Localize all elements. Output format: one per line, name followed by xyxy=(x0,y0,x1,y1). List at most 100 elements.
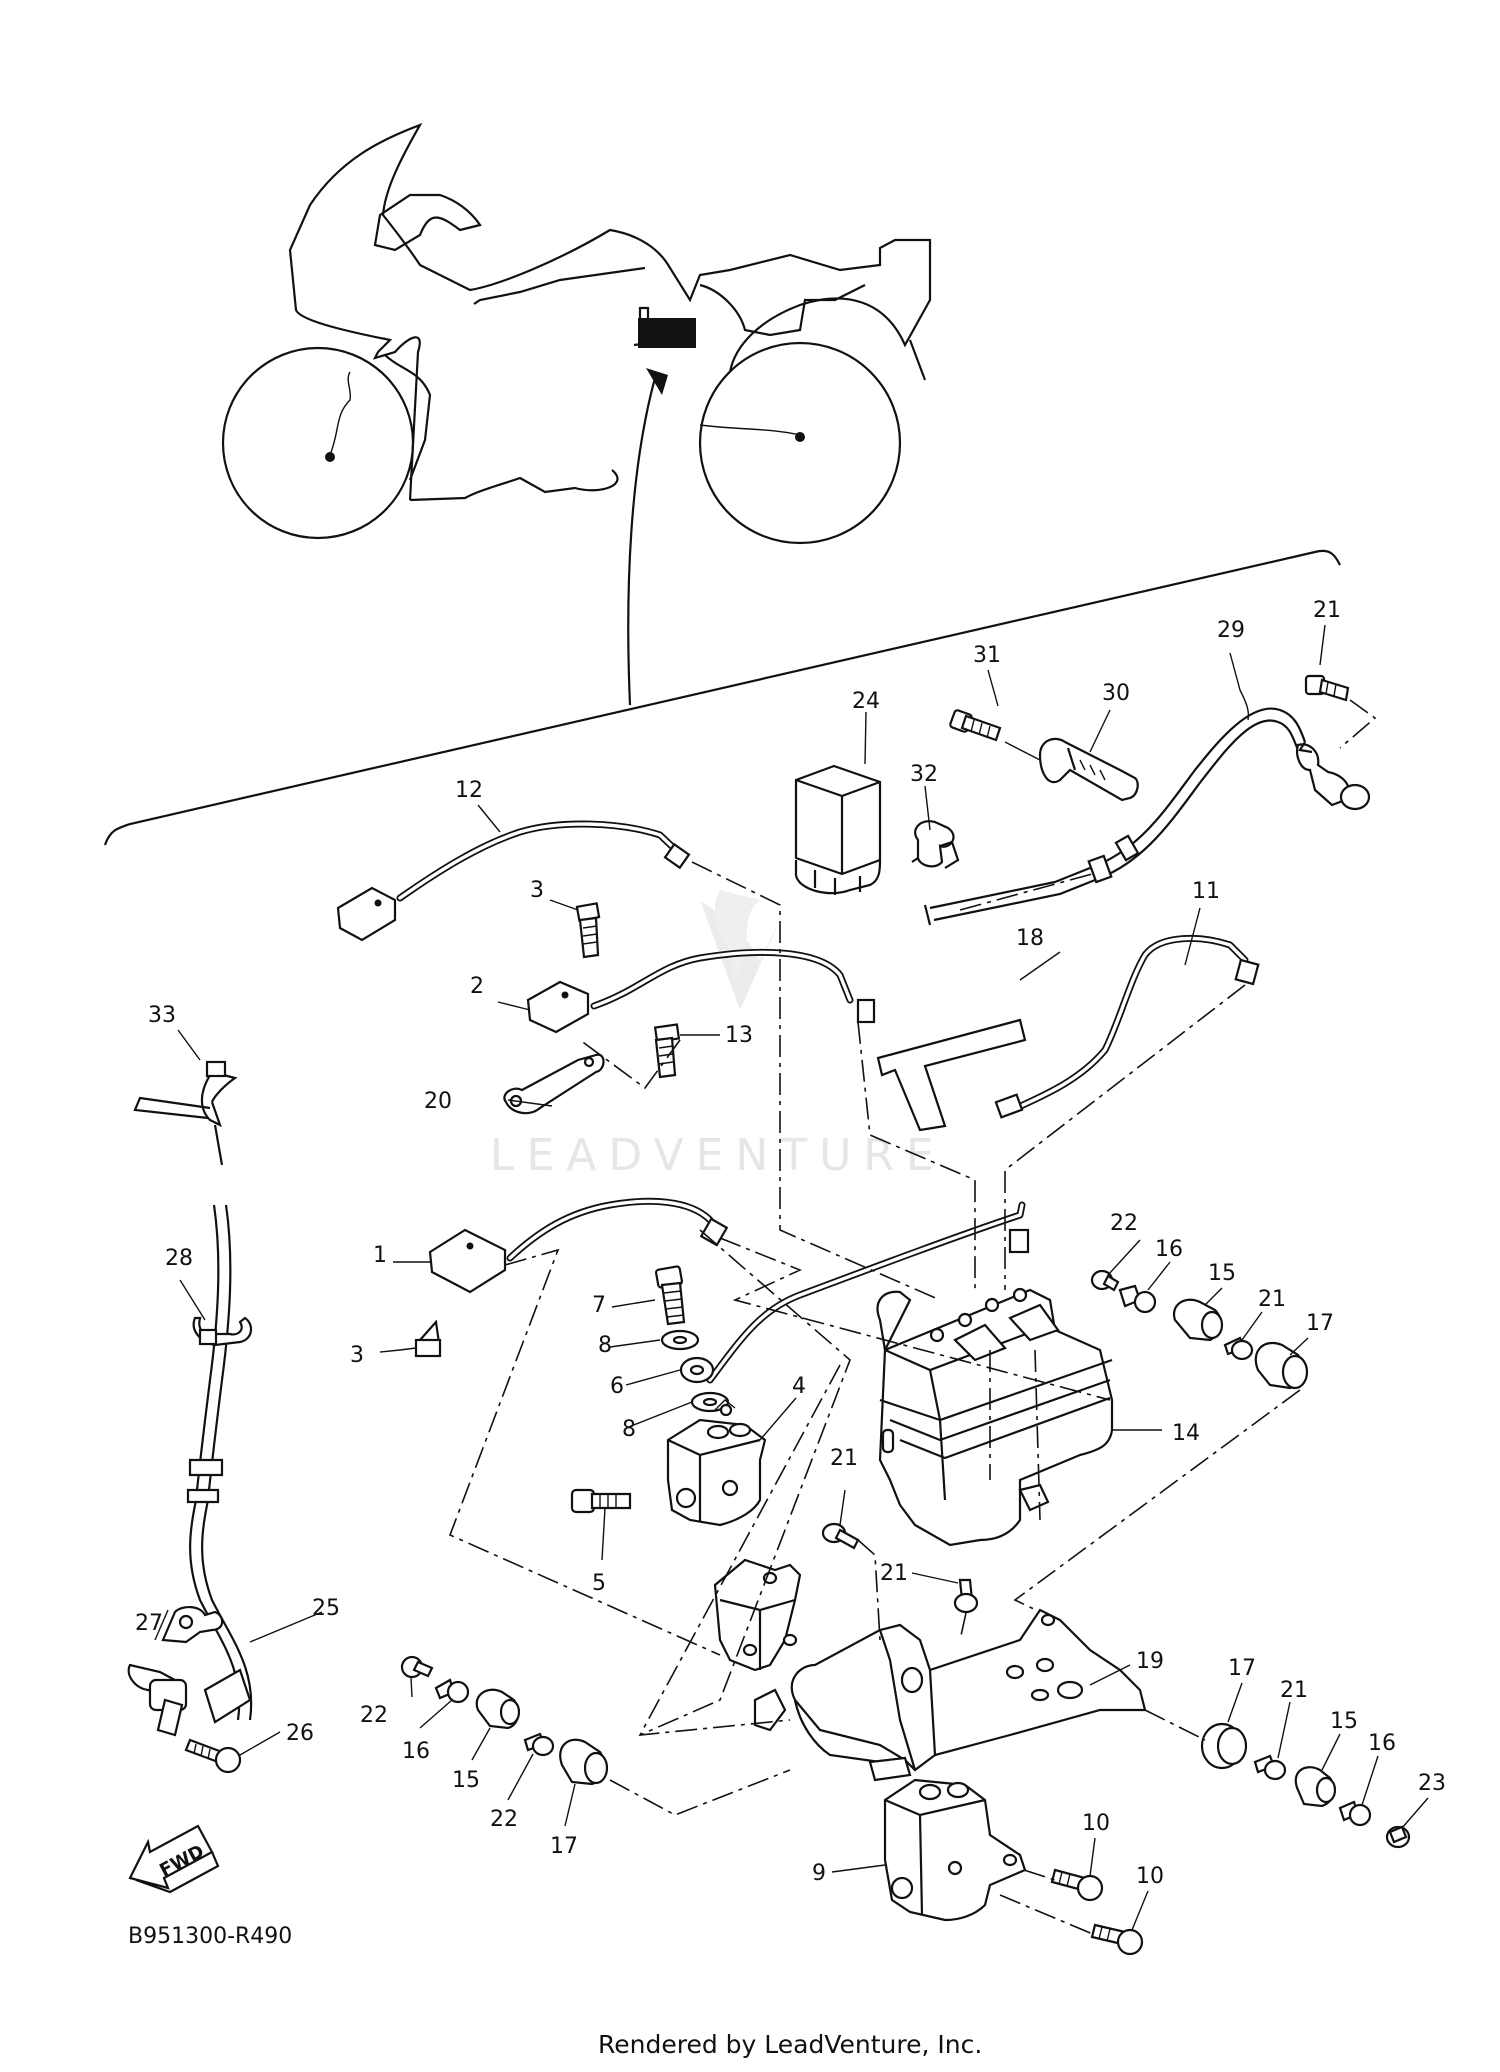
callout-10-lower: 10 xyxy=(1136,1864,1164,1889)
part-10-bolt-lower xyxy=(1090,1923,1144,1956)
callout-8-lower: 8 xyxy=(622,1417,636,1442)
part-11-brake-pipe xyxy=(994,934,1260,1119)
callout-22-upper: 22 xyxy=(1110,1211,1138,1236)
part-27-clamp xyxy=(192,1316,253,1347)
part-16-collar-lower-left xyxy=(434,1678,470,1704)
part-23-relay xyxy=(794,764,882,895)
callout-5: 5 xyxy=(592,1571,606,1596)
part-21-bolt-lower-left xyxy=(523,1732,555,1757)
callout-28: 29 xyxy=(1217,618,1245,643)
part-22-washer-lower-left xyxy=(400,1655,434,1679)
callout-18: 18 xyxy=(1016,926,1044,951)
part-26-clip xyxy=(161,1606,224,1644)
separator-line xyxy=(103,549,1341,846)
callout-8-upper: 8 xyxy=(598,1333,612,1358)
part-30-bracket xyxy=(1038,737,1139,802)
callout-19: 19 xyxy=(1136,1649,1164,1674)
part-24-wheel-sensor xyxy=(127,1204,253,1737)
part-7-union-bolt xyxy=(654,1265,686,1326)
callout-16-upper: 16 xyxy=(1155,1237,1183,1262)
callout-23: 24 xyxy=(852,689,880,714)
diagram-code: B951300-R490 xyxy=(128,1924,292,1949)
callout-17-lower-right: 17 xyxy=(1228,1656,1256,1681)
callout-15-upper: 15 xyxy=(1208,1261,1236,1286)
part-8-washer-upper xyxy=(660,1329,700,1351)
part-22-washer-lower-right xyxy=(1385,1825,1411,1849)
part-5-bolt xyxy=(570,1488,632,1514)
callout-20: 20 xyxy=(424,1089,452,1114)
part-16-collar-upper xyxy=(1118,1284,1157,1314)
part-2-brake-pipe xyxy=(526,948,876,1034)
watermark-text: LEADVENTURE xyxy=(490,1130,946,1181)
part-20-bracket xyxy=(503,1053,605,1115)
part-18-label xyxy=(876,1018,1027,1132)
part-15-damper-lower-right xyxy=(1294,1766,1337,1808)
callout-3-upper: 3 xyxy=(530,878,544,903)
part-15-damper-lower-left xyxy=(475,1688,521,1730)
callout-21-a: 21 xyxy=(830,1446,858,1471)
part-6-washer xyxy=(679,1356,715,1384)
callout-22-lower-left: 22 xyxy=(360,1703,388,1728)
part-31-bolt xyxy=(949,709,1041,761)
callout-21-b: 21 xyxy=(880,1561,908,1586)
part-21-bolt-right xyxy=(1223,1336,1254,1361)
part-17-grommet-upper xyxy=(1254,1342,1309,1390)
callout-21-d: 21 xyxy=(1280,1678,1308,1703)
callout-16-lower-left: 16 xyxy=(402,1739,430,1764)
part-32-clamp xyxy=(911,820,960,869)
bracket-lower-mount xyxy=(753,1688,787,1732)
callout-14: 14 xyxy=(1172,1421,1200,1446)
part-17-grommet-lower-right xyxy=(1200,1722,1248,1770)
assembly-guide-lines xyxy=(448,861,1301,1936)
bracket-rear-block xyxy=(713,1558,802,1672)
part-9-valve-block xyxy=(883,1778,1027,1922)
part-21-bolt-lower-right xyxy=(1253,1754,1287,1781)
footer-credit: Rendered by LeadVenture, Inc. xyxy=(598,2030,982,2059)
callout-31: 31 xyxy=(973,643,1001,668)
part-33-clip xyxy=(133,1060,238,1166)
callout-17-upper: 17 xyxy=(1306,1311,1334,1336)
center-brake-pipe xyxy=(706,1201,1030,1384)
callout-32: 32 xyxy=(910,762,938,787)
watermark: LEADVENTURE xyxy=(490,890,946,1181)
part-15-damper-upper xyxy=(1172,1298,1224,1342)
part-16-collar-lower-right xyxy=(1338,1800,1372,1827)
callout-1: 1 xyxy=(373,1243,387,1268)
callout-2: 2 xyxy=(470,974,484,999)
part-1-brake-pipe xyxy=(428,1197,729,1294)
part-22-washer-upper xyxy=(1090,1269,1120,1292)
callout-labels: 12 3 2 13 20 33 1 3 28 27 25 26 24 32 31… xyxy=(135,598,1446,1889)
part-4-joint-block xyxy=(666,1399,767,1527)
callout-13: 13 xyxy=(725,1023,753,1048)
callout-24: 25 xyxy=(312,1596,340,1621)
callout-27: 28 xyxy=(165,1246,193,1271)
part-13-bolt xyxy=(653,1023,720,1079)
callout-10-upper: 10 xyxy=(1082,1811,1110,1836)
callout-17-lower-left: 17 xyxy=(550,1834,578,1859)
part-29-bolt xyxy=(1304,674,1377,749)
leader-lines xyxy=(154,624,1429,1931)
callout-25: 26 xyxy=(286,1721,314,1746)
callout-4: 4 xyxy=(792,1374,806,1399)
callout-3-lower: 3 xyxy=(350,1343,364,1368)
callout-33: 33 xyxy=(148,1003,176,1028)
fwd-arrow-icon: FWD xyxy=(128,1824,220,1894)
part-12-brake-pipe xyxy=(336,820,691,942)
part-10-bolt-upper xyxy=(1050,1868,1104,1902)
callout-21-e: 22 xyxy=(490,1807,518,1832)
callout-15-lower-left: 15 xyxy=(452,1768,480,1793)
motorcycle-outline xyxy=(221,122,932,545)
callout-15-lower-right: 15 xyxy=(1330,1709,1358,1734)
part-28-sensor-lead xyxy=(923,707,1371,926)
callout-11: 11 xyxy=(1192,879,1220,904)
callout-12: 12 xyxy=(455,778,483,803)
part-3-bolt-lower xyxy=(399,1319,442,1358)
callout-21-c: 21 xyxy=(1258,1287,1286,1312)
part-21-bolt-low xyxy=(953,1578,979,1614)
callout-30: 30 xyxy=(1102,681,1130,706)
callout-22-lower-right: 23 xyxy=(1418,1771,1446,1796)
callout-6: 6 xyxy=(610,1374,624,1399)
location-marker xyxy=(627,306,696,706)
callout-26: 27 xyxy=(135,1611,163,1636)
